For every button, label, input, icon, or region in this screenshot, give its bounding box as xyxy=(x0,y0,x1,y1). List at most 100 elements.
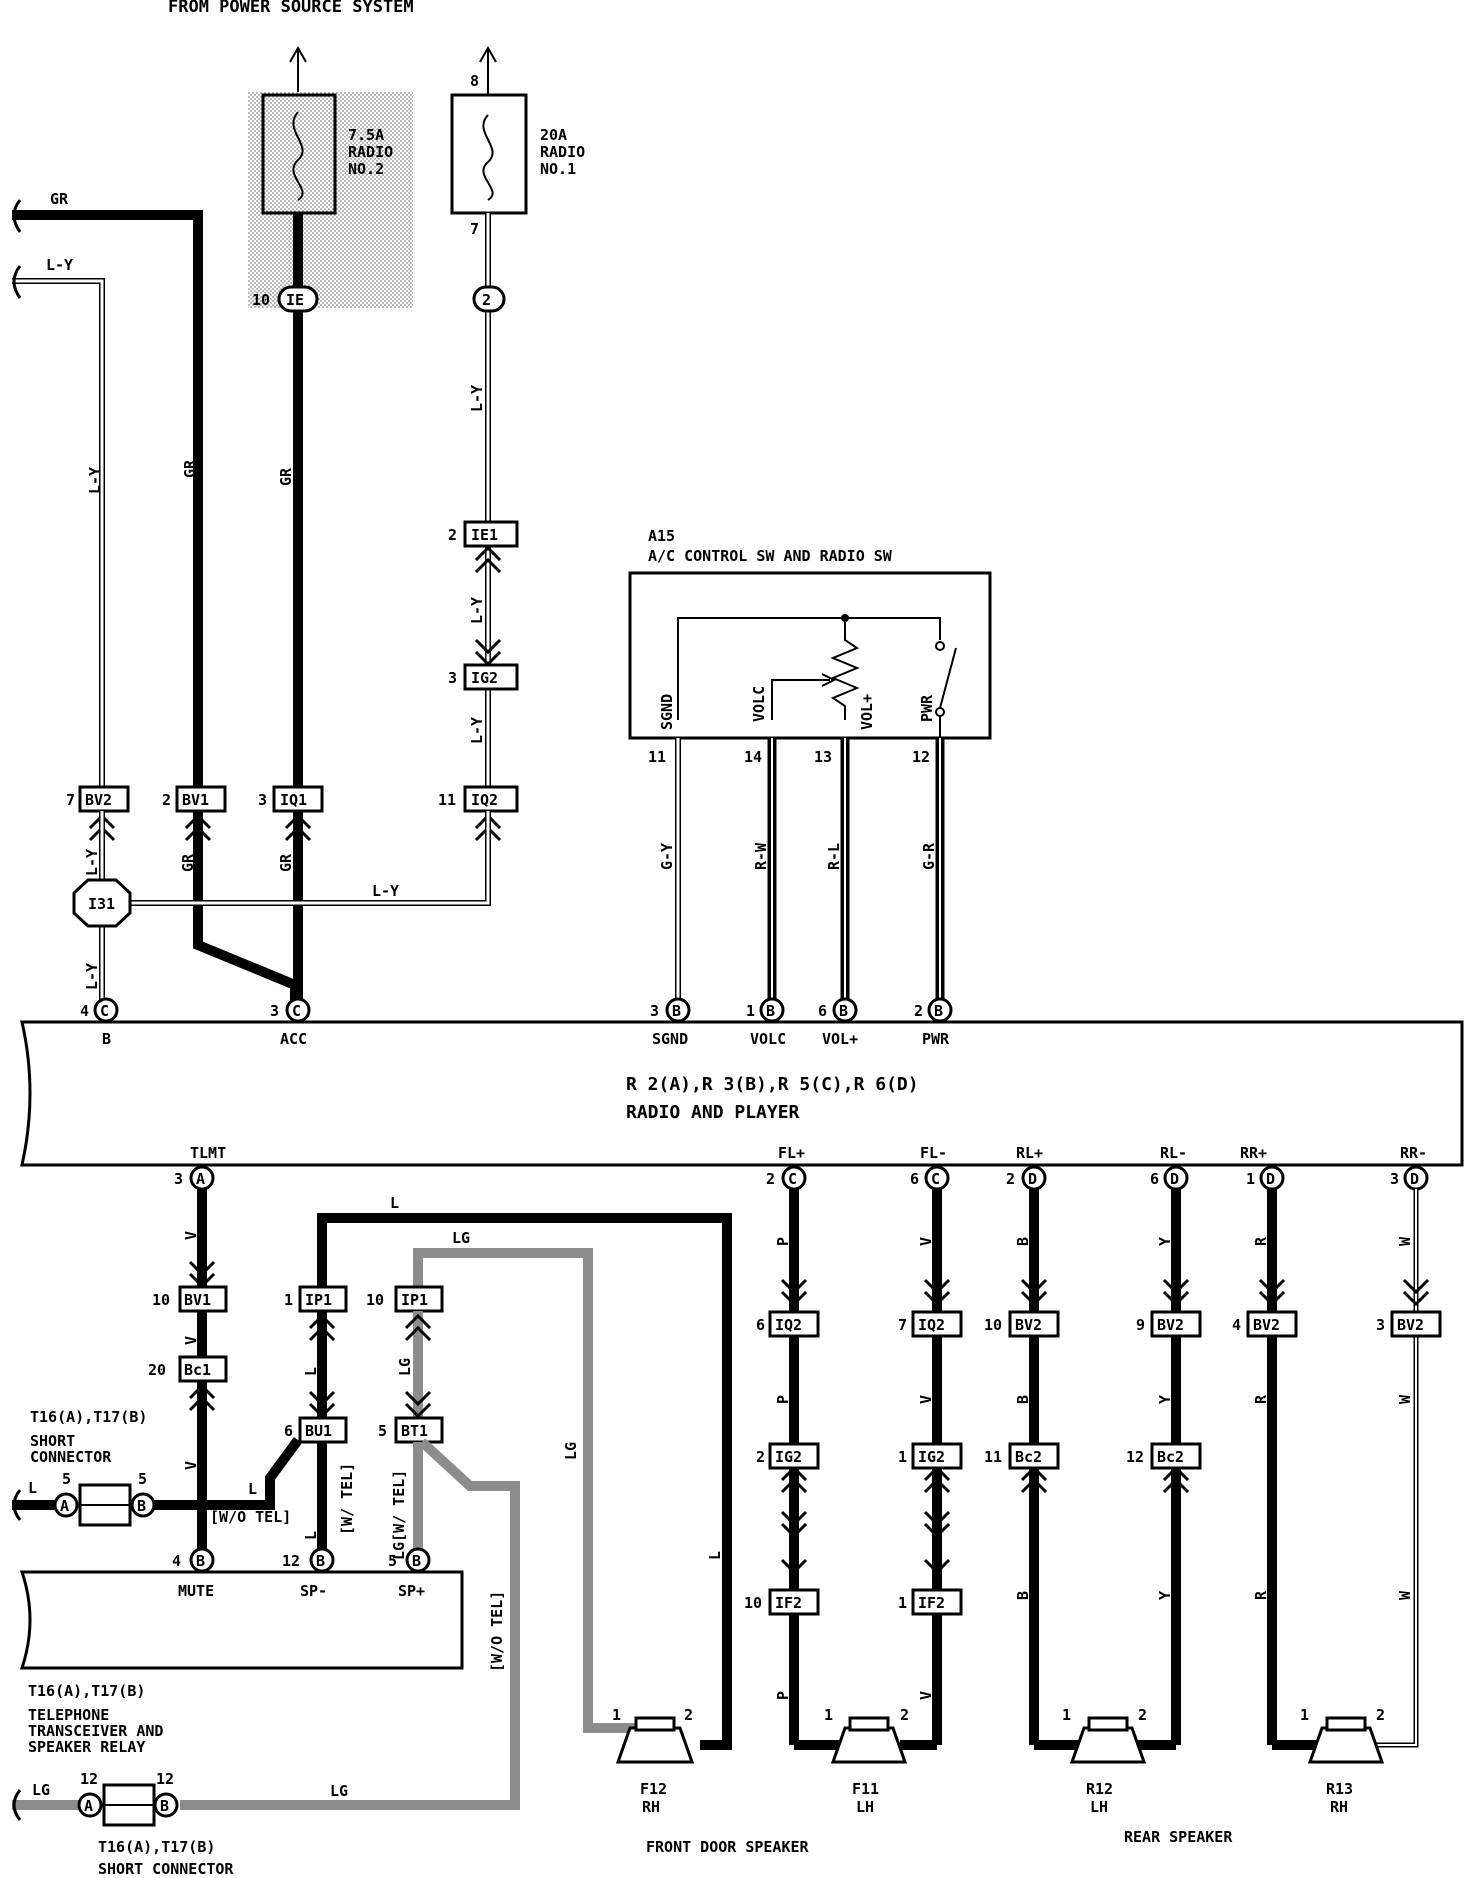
switch-id: A15 xyxy=(648,527,675,545)
svg-text:SGND: SGND xyxy=(658,694,676,730)
svg-text:1: 1 xyxy=(612,1706,621,1724)
svg-text:P: P xyxy=(774,1691,792,1700)
svg-text:3: 3 xyxy=(258,791,267,809)
svg-text:IQ1: IQ1 xyxy=(280,791,307,809)
svg-text:B: B xyxy=(839,1002,848,1020)
short-title2: CONNECTOR xyxy=(30,1448,112,1466)
svg-text:6: 6 xyxy=(1150,1170,1159,1188)
svg-text:5: 5 xyxy=(378,1422,387,1440)
junction-i31 xyxy=(72,878,132,928)
svg-text:2: 2 xyxy=(1006,1170,1015,1188)
svg-text:Y: Y xyxy=(1156,1591,1174,1600)
svg-text:1: 1 xyxy=(1246,1170,1255,1188)
svg-text:B: B xyxy=(672,1002,681,1020)
rear-speaker-group: REAR SPEAKER xyxy=(1124,1828,1233,1846)
svg-text:Bc1: Bc1 xyxy=(184,1361,211,1379)
fuse-name: RADIO xyxy=(540,143,585,161)
svg-text:B: B xyxy=(137,1497,146,1515)
fuse-num: NO.2 xyxy=(348,160,384,178)
svg-text:B: B xyxy=(1014,1591,1032,1600)
wire-label: R-W xyxy=(752,842,770,870)
fuse-pin-bottom: 7 xyxy=(470,220,479,238)
svg-text:B: B xyxy=(412,1552,421,1570)
speaker-f11: 1 2 F11 LH xyxy=(824,1706,909,1816)
svg-text:BV2: BV2 xyxy=(85,791,112,809)
speaker-f12: 1 2 F12 RH xyxy=(612,1706,695,1816)
svg-text:RH: RH xyxy=(642,1798,660,1816)
svg-text:9: 9 xyxy=(1136,1316,1145,1334)
svg-text:Bc2: Bc2 xyxy=(1157,1448,1184,1466)
svg-text:PWR: PWR xyxy=(922,1030,950,1048)
svg-text:BV2: BV2 xyxy=(1157,1316,1184,1334)
fuse-icon xyxy=(482,114,494,201)
radio-name: RADIO AND PLAYER xyxy=(626,1102,800,1123)
svg-text:D: D xyxy=(1410,1170,1419,1188)
svg-text:4: 4 xyxy=(172,1552,181,1570)
svg-text:6: 6 xyxy=(818,1002,827,1020)
speaker-icon xyxy=(830,1726,908,1764)
svg-text:W: W xyxy=(1396,1590,1414,1600)
note-w-tel: [W/ TEL] xyxy=(338,1463,356,1535)
svg-text:VOL+: VOL+ xyxy=(822,1030,858,1048)
svg-text:RL-: RL- xyxy=(1160,1144,1187,1162)
svg-text:LG: LG xyxy=(452,1229,470,1247)
junction-ie xyxy=(277,285,319,313)
svg-text:5: 5 xyxy=(62,1470,71,1488)
note-lg-w-tel: LG[W/ TEL] xyxy=(390,1470,408,1560)
svg-text:FL-: FL- xyxy=(920,1144,947,1162)
svg-text:F12: F12 xyxy=(640,1780,667,1798)
svg-text:V: V xyxy=(917,1395,935,1404)
wire-label: L-Y xyxy=(83,963,101,990)
svg-text:BV2: BV2 xyxy=(1015,1316,1042,1334)
note-wo-tel-2: [W/O TEL] xyxy=(488,1591,506,1672)
svg-text:3: 3 xyxy=(448,669,457,687)
fuse-num: NO.1 xyxy=(540,160,576,178)
svg-text:C: C xyxy=(788,1170,797,1188)
wire-label: G-R xyxy=(920,842,938,870)
wire-label: L-Y xyxy=(46,256,73,274)
svg-text:2: 2 xyxy=(1138,1706,1147,1724)
wire-label: GR xyxy=(50,190,69,208)
svg-text:R: R xyxy=(1252,1236,1270,1246)
connector-ig2 xyxy=(463,663,519,691)
svg-text:2: 2 xyxy=(1376,1706,1385,1724)
svg-text:L: L xyxy=(302,1367,320,1376)
svg-text:10: 10 xyxy=(152,1291,170,1309)
wire-label: V xyxy=(182,1231,200,1240)
wire-l xyxy=(317,1213,732,1750)
radio-box xyxy=(20,1020,1464,1167)
potentiometer-icon xyxy=(830,618,860,720)
connector-bt1 xyxy=(394,1416,444,1444)
svg-text:BU1: BU1 xyxy=(305,1422,332,1440)
speaker-icon xyxy=(615,1726,695,1764)
svg-text:BT1: BT1 xyxy=(401,1422,428,1440)
svg-text:W: W xyxy=(1396,1394,1414,1404)
svg-text:1: 1 xyxy=(1300,1706,1309,1724)
svg-text:P: P xyxy=(774,1395,792,1404)
short2-title: SHORT CONNECTOR xyxy=(98,1860,234,1878)
svg-text:FL+: FL+ xyxy=(778,1144,805,1162)
svg-text:ACC: ACC xyxy=(280,1030,307,1048)
short-title: SHORT xyxy=(30,1432,75,1450)
svg-text:V: V xyxy=(917,1691,935,1700)
short2-ref: T16(A),T17(B) xyxy=(98,1838,215,1856)
svg-text:5: 5 xyxy=(138,1470,147,1488)
svg-text:L: L xyxy=(706,1551,724,1560)
short-ref: T16(A),T17(B) xyxy=(30,1408,147,1426)
svg-text:1: 1 xyxy=(898,1594,907,1612)
speaker-r12: 1 2 R12 LH xyxy=(1062,1706,1147,1816)
svg-text:B: B xyxy=(1014,1395,1032,1404)
connector-bv1-lower xyxy=(178,1285,228,1313)
svg-text:3: 3 xyxy=(650,1002,659,1020)
svg-text:D: D xyxy=(1028,1170,1037,1188)
svg-text:L: L xyxy=(390,1194,399,1212)
svg-text:LG: LG xyxy=(396,1358,414,1376)
svg-text:VOLC: VOLC xyxy=(750,1030,786,1048)
svg-text:TLMT: TLMT xyxy=(190,1144,226,1162)
svg-text:12: 12 xyxy=(1126,1448,1144,1466)
speaker-icon xyxy=(1307,1726,1385,1764)
svg-text:Bc2: Bc2 xyxy=(1015,1448,1042,1466)
fuse-name: RADIO xyxy=(348,143,393,161)
svg-text:1: 1 xyxy=(746,1002,755,1020)
